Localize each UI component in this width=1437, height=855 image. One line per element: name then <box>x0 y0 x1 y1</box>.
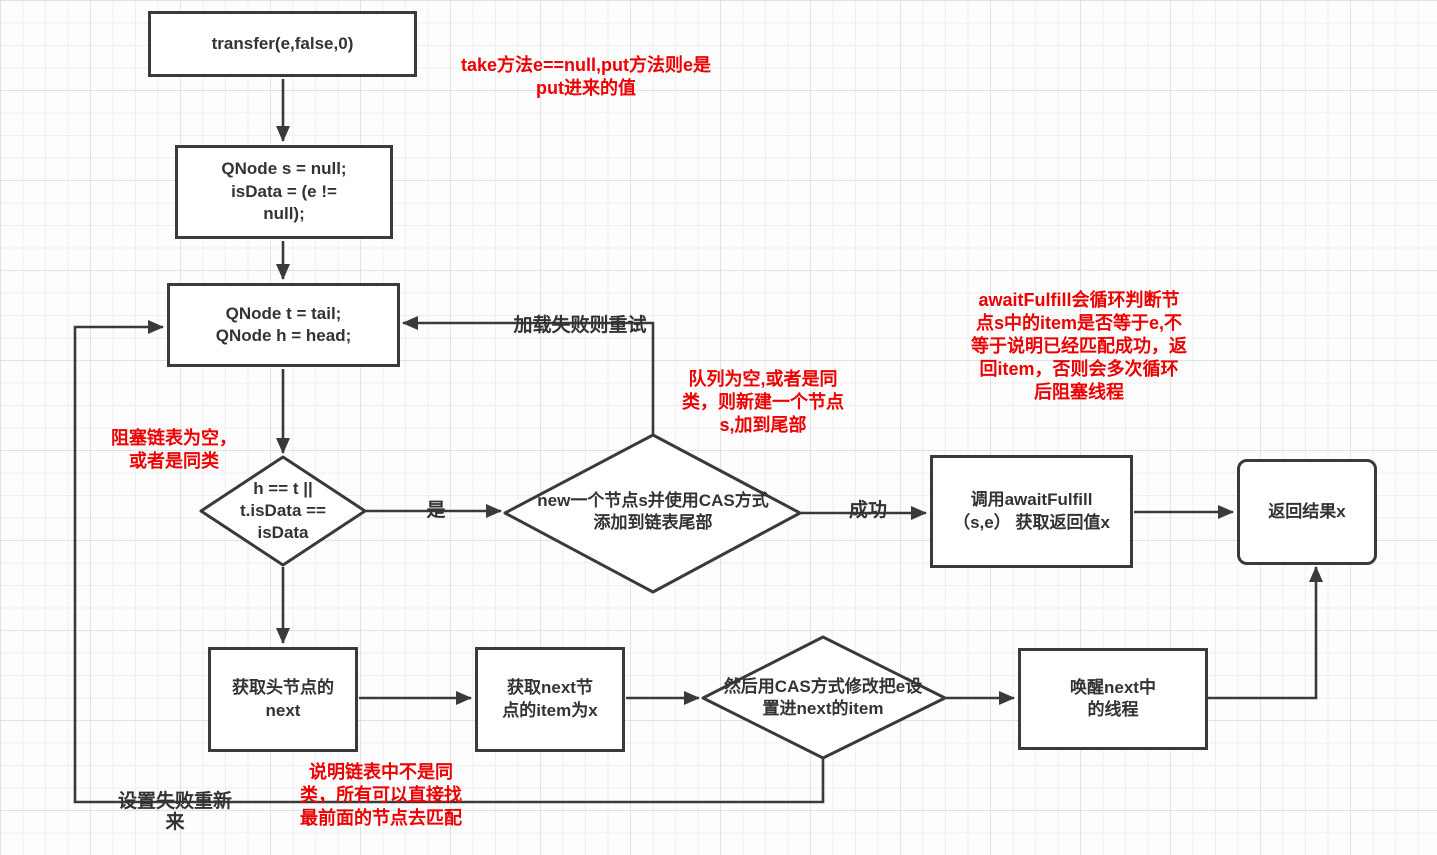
edge-cas-retry-to-read <box>402 316 655 436</box>
decision-cas-append-label: new一个节点s并使用CAS方式 添加到链表尾部 <box>537 491 769 533</box>
edge-label-reset: 设置失败重新来 <box>117 791 232 833</box>
node-transfer[interactable]: transfer(e,false,0) <box>148 11 417 77</box>
decision-same-mode-label: h == t || t.isData == isData <box>240 479 326 543</box>
node-init-vars[interactable]: QNode s = null; isData = (e != null); <box>175 145 393 239</box>
edge-label-success: 成功 <box>848 500 887 521</box>
node-get-head-next[interactable]: 获取头节点的 next <box>208 647 358 752</box>
decision-cas-append[interactable] <box>503 433 802 594</box>
edge-casset-fail-loop <box>73 320 825 804</box>
note-await-fulfill: awaitFulfill会循环判断节 点s中的item是否等于e,不 等于说明已… <box>971 290 1187 403</box>
decision-same-mode[interactable] <box>199 455 367 567</box>
note-block-empty: 阻塞链表为空， 或者是同类 <box>111 428 237 472</box>
node-get-next-item[interactable]: 获取next节 点的item为x <box>475 647 625 752</box>
edge-wake-to-return <box>1208 566 1323 700</box>
node-read-tail-head[interactable]: QNode t = tail; QNode h = head; <box>167 283 400 367</box>
node-return-result[interactable]: 返回结果x <box>1237 459 1377 565</box>
edge-label-retry: 加载失败则重试 <box>513 315 647 336</box>
node-wake-next-thread[interactable]: 唤醒next中 的线程 <box>1018 648 1208 750</box>
note-take-put: take方法e==null,put方法则e是 put进来的值 <box>460 55 712 99</box>
note-not-same-type: 说明链表中不是同 类，所有可以直接找 最前面的节点去匹配 <box>300 762 462 829</box>
edge-label-yes: 是 <box>426 500 446 521</box>
note-queue-empty: 队列为空,或者是同 类，则新建一个节点 s,加到尾部 <box>682 369 844 436</box>
decision-cas-set-item-label: 然后用CAS方式修改把e设 置进next的item <box>723 677 923 719</box>
decision-cas-set-item[interactable] <box>701 635 947 760</box>
node-call-await-fulfill[interactable]: 调用awaitFulfill （s,e） 获取返回值x <box>930 455 1133 568</box>
